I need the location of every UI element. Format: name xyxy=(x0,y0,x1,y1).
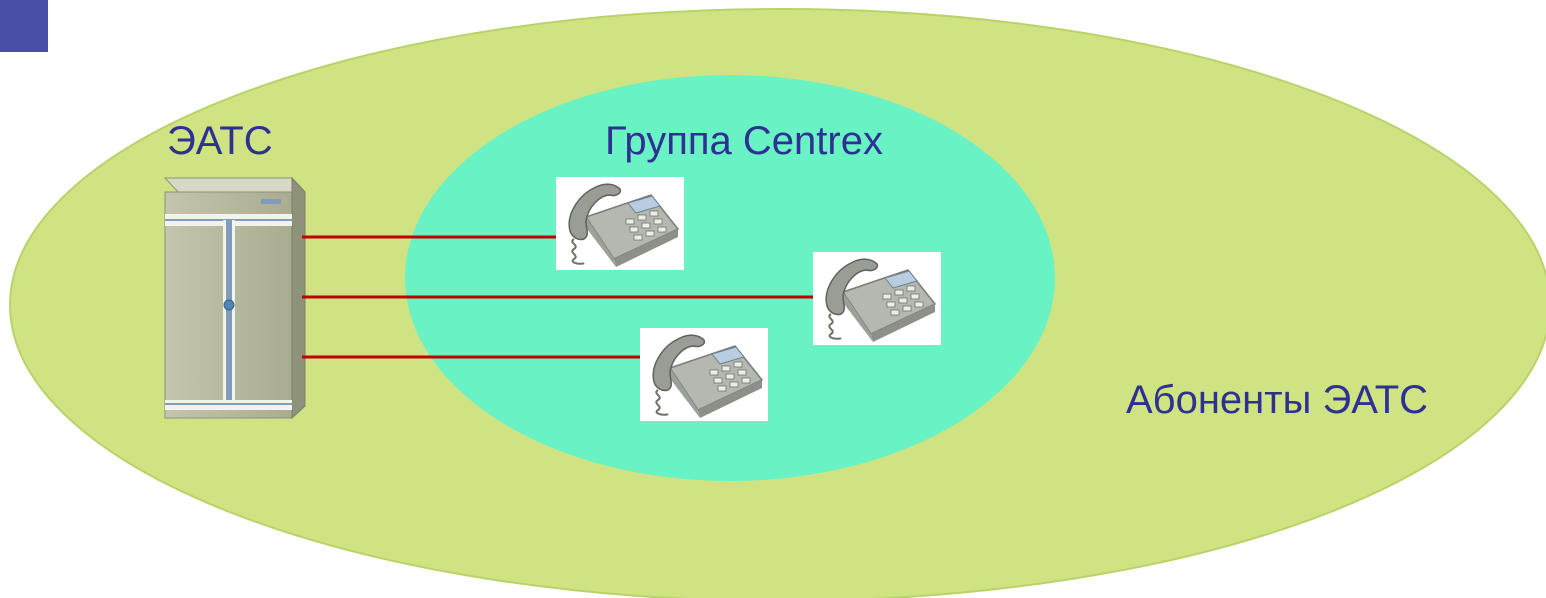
corner-block xyxy=(0,0,48,52)
desk-phone-icon xyxy=(639,327,769,422)
centrex-group-label: Группа Centrex xyxy=(605,119,883,163)
exchange-label: ЭАТС xyxy=(167,119,273,163)
subscribers-label: Абоненты ЭАТС xyxy=(1126,378,1429,422)
connection-lines xyxy=(302,235,823,359)
desk-phone-icon xyxy=(812,251,942,346)
server-cabinet-icon xyxy=(163,176,307,420)
centrex-group-area xyxy=(405,75,1055,481)
desk-phone-icon xyxy=(555,176,685,271)
